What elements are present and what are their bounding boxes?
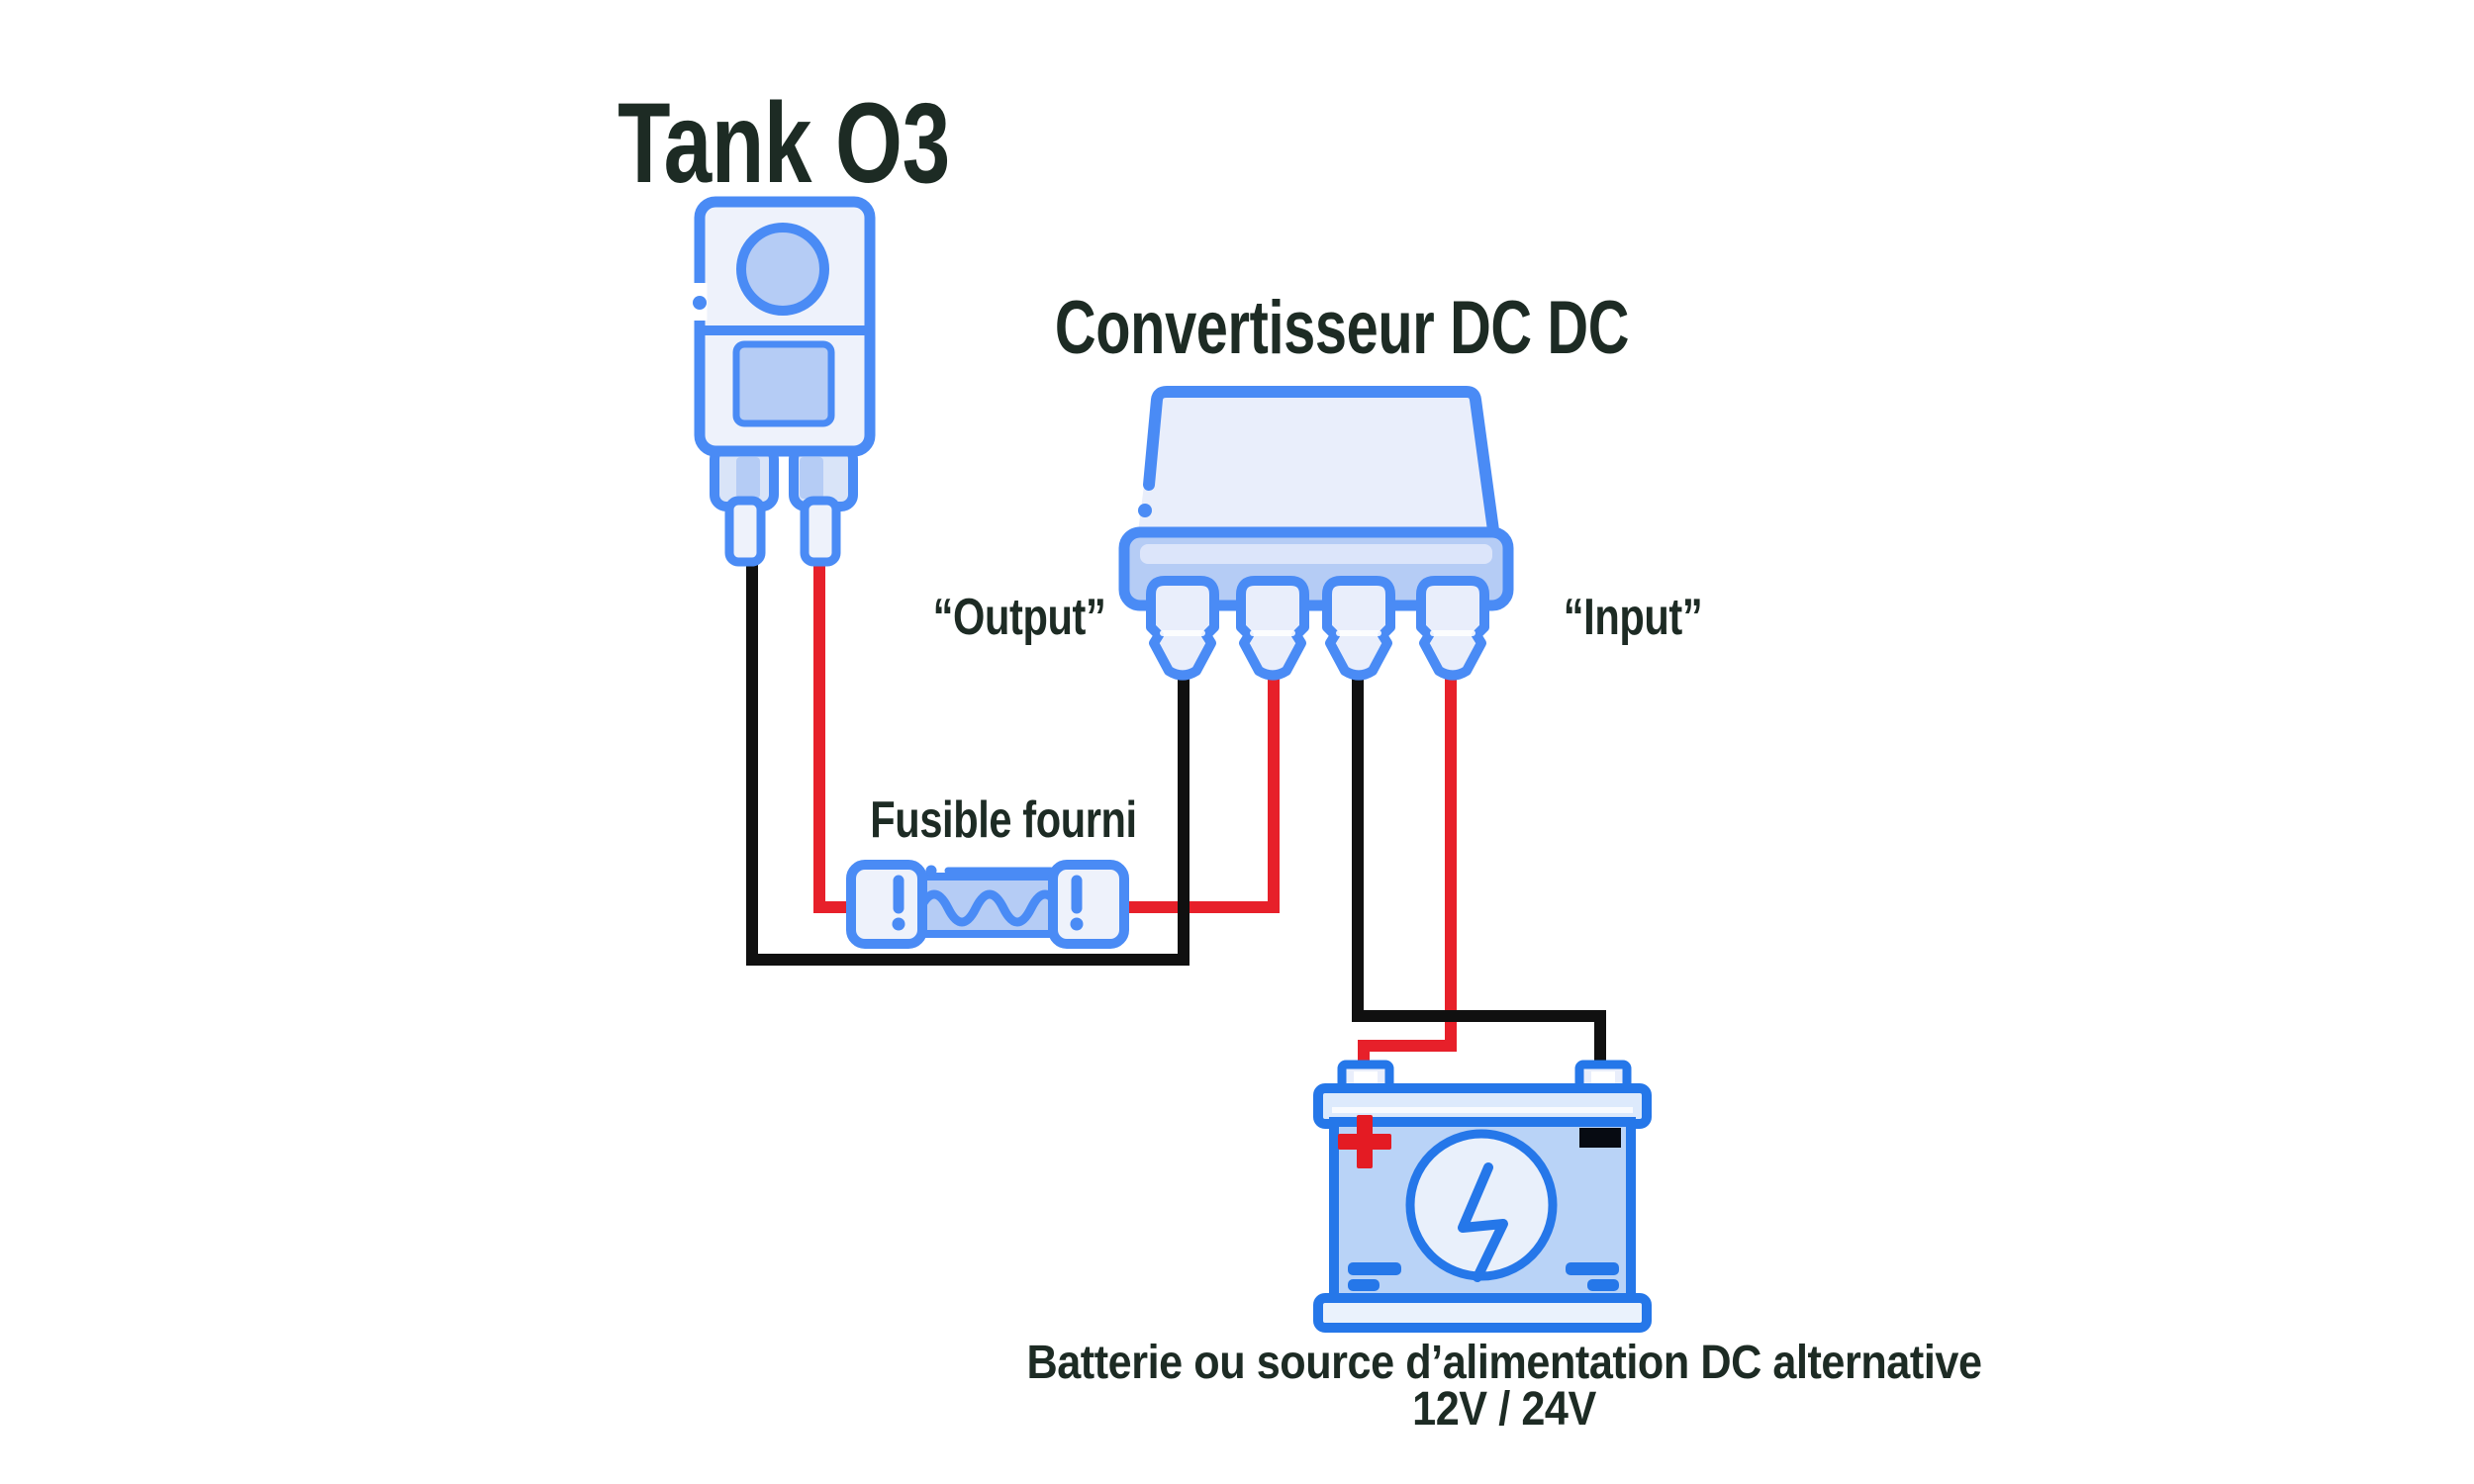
lightning-bolt-icon <box>1458 1162 1508 1282</box>
converter-body-outline <box>1143 386 1499 536</box>
input-label: “Input” <box>1563 589 1703 646</box>
converter-accent-dot <box>1138 504 1152 517</box>
battery-left-mark-short <box>1348 1279 1380 1291</box>
minus-terminal-mark <box>1579 1128 1621 1148</box>
battery-left-mark-long <box>1348 1262 1401 1275</box>
battery-caption-line1: Batterie ou source d’alimentation DC alt… <box>1026 1337 1982 1389</box>
converter-body-fill <box>1138 392 1496 532</box>
battery-right-mark-short <box>1587 1279 1619 1291</box>
input-negative-wire <box>1352 665 1606 1080</box>
fuse-accent-dot <box>925 865 937 877</box>
dc-dc-converter-icon <box>1118 386 1514 676</box>
tank-inner-square <box>732 340 835 427</box>
page-title: Tank O3 <box>618 80 950 207</box>
tank-left-prong-stripe <box>736 457 760 499</box>
fuse-filament-wave <box>915 889 1064 927</box>
converter-label: Convertisseur DC DC <box>1054 286 1630 370</box>
battery-right-mark-long <box>1566 1262 1619 1275</box>
battery-caption-line2: 12V / 24V <box>1412 1383 1596 1436</box>
converter-bar-highlight <box>1140 544 1492 564</box>
converter-terminal-4-input-positive <box>1421 581 1484 676</box>
tank-left-pin <box>724 496 766 567</box>
tank-lens-circle <box>736 223 829 316</box>
output-negative-wire <box>746 554 1189 966</box>
tank-right-pin <box>800 496 841 567</box>
fuse-right-exclamation-dot <box>1070 917 1084 931</box>
converter-terminal-3-input-negative <box>1327 581 1390 676</box>
fuse-left-exclamation-dot <box>892 917 905 931</box>
battery-icon <box>1313 1060 1652 1333</box>
plus-terminal-mark-vertical <box>1357 1115 1373 1168</box>
converter-terminal-1-output-negative <box>1151 581 1214 676</box>
tank-right-prong-stripe <box>800 457 823 499</box>
output-label: “Output” <box>932 589 1106 646</box>
tank-o3-plug-device-icon <box>692 196 876 567</box>
battery-bottom-rail <box>1313 1293 1652 1333</box>
converter-terminal-2-output-positive <box>1241 581 1304 676</box>
fuse-left-cap <box>846 860 927 949</box>
battery-energy-circle <box>1405 1129 1558 1281</box>
fuse-label: Fusible fourni <box>870 791 1137 849</box>
tank-accent-dot <box>693 296 707 310</box>
fuse-icon <box>846 860 1129 949</box>
fuse-body <box>912 873 1065 938</box>
fuse-right-cap <box>1048 860 1129 949</box>
